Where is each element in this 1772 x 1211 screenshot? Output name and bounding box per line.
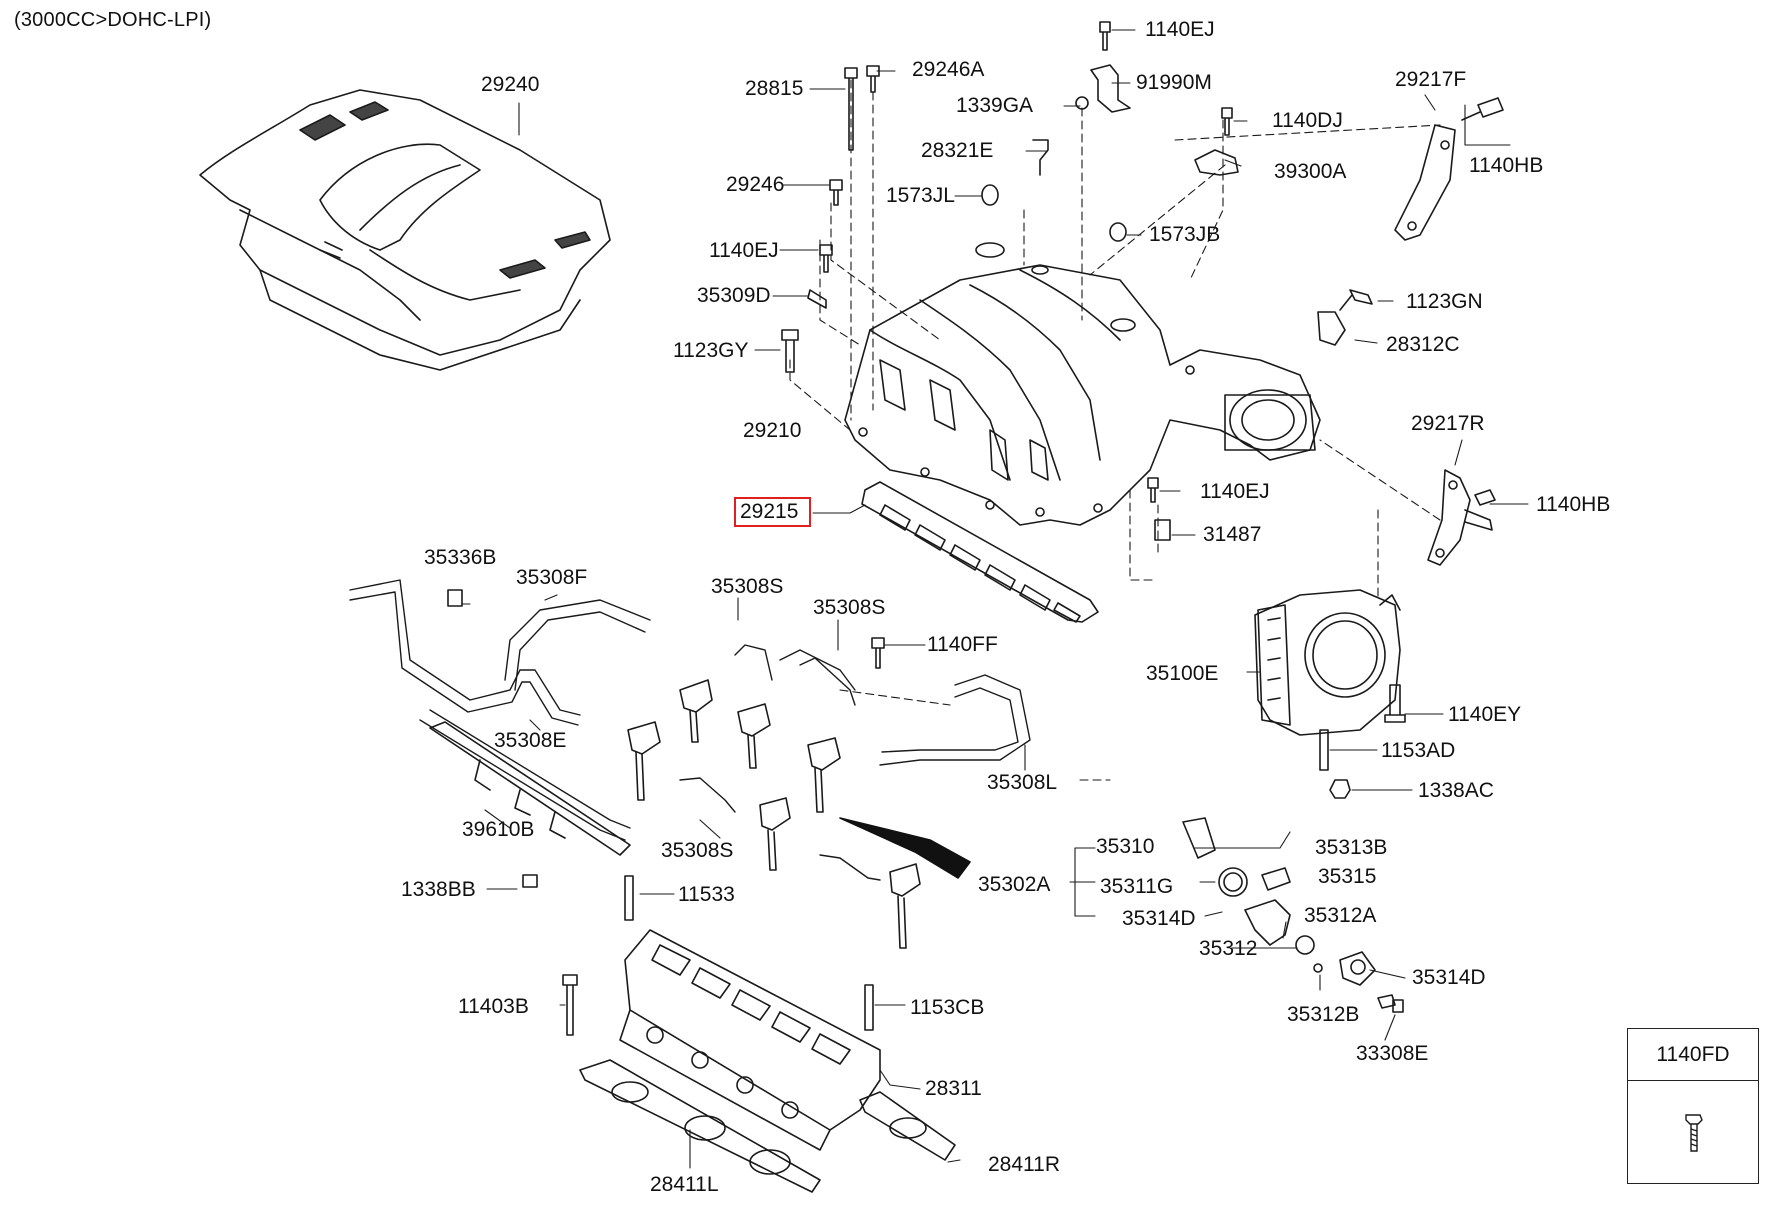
throttle-body-35100e [1254,589,1401,736]
part-label-1573jl[interactable]: 1573JL [886,184,955,207]
upper-intake-manifold-29210 [844,242,1321,526]
part-label-1123gy[interactable]: 1123GY [673,339,749,362]
pointer-wedge [839,817,971,879]
part-label-39610b[interactable]: 39610B [462,818,535,841]
part-label-91990m[interactable]: 91990M [1136,71,1212,94]
part-label-1140dj[interactable]: 1140DJ [1272,109,1343,132]
part-label-1140ej-top[interactable]: 1140EJ [1145,18,1215,41]
part-label-35313b[interactable]: 35313B [1315,836,1388,859]
part-label-1153ad[interactable]: 1153AD [1381,739,1456,762]
part-label-35312a[interactable]: 35312A [1304,904,1377,927]
part-label-29246[interactable]: 29246 [726,173,785,196]
part-label-11533[interactable]: 11533 [678,883,735,906]
part-label-1140ej-mid[interactable]: 1140EJ [1200,480,1270,503]
fuel-hoses [349,579,1031,881]
part-label-35312[interactable]: 35312 [1199,937,1258,960]
reference-box-label: 1140FD [1628,1029,1758,1081]
bracket-29217r [1427,469,1493,566]
part-label-1573jb[interactable]: 1573JB [1149,223,1221,246]
highlight-box [734,497,811,527]
engine-cover-29240 [199,89,611,371]
part-label-28321e[interactable]: 28321E [921,139,994,162]
gasket-28411l [579,1059,821,1193]
diagram-title: (3000CC>DOHC-LPI) [14,9,212,31]
fuel-injectors [627,679,921,949]
bracket-29217f [1394,124,1456,241]
part-label-1140hb-right[interactable]: 1140HB [1536,493,1611,516]
part-label-1153cb[interactable]: 1153CB [910,996,985,1019]
part-label-28411l[interactable]: 28411L [650,1173,719,1196]
part-label-35308f[interactable]: 35308F [516,566,588,589]
part-label-1140ff[interactable]: 1140FF [927,633,998,656]
part-label-1123gn[interactable]: 1123GN [1406,290,1483,313]
part-label-35312b[interactable]: 35312B [1287,1003,1360,1026]
hardware-fasteners [447,21,1504,1036]
lower-intake-manifold-28311 [619,929,881,1151]
bolt-icon [1685,1114,1703,1152]
part-label-29210[interactable]: 29210 [743,419,802,442]
part-label-35314d-top[interactable]: 35314D [1122,907,1196,930]
part-label-1338ac[interactable]: 1338AC [1418,779,1494,802]
part-label-1140ej-left[interactable]: 1140EJ [709,239,779,262]
part-label-35309d[interactable]: 35309D [697,284,771,307]
part-label-29215[interactable]: 29215 [740,500,799,523]
part-label-35336b[interactable]: 35336B [424,546,497,569]
part-label-11403b[interactable]: 11403B [458,995,529,1018]
part-label-1339ga[interactable]: 1339GA [956,94,1034,117]
part-label-1140ey[interactable]: 1140EY [1448,703,1522,726]
part-label-31487[interactable]: 31487 [1203,523,1262,546]
part-label-29240[interactable]: 29240 [481,73,540,96]
part-label-29217f[interactable]: 29217F [1395,68,1467,91]
diagram-leader-lines [789,79,1441,781]
part-label-28411r[interactable]: 28411R [988,1153,1061,1176]
part-label-1338bb[interactable]: 1338BB [401,878,476,901]
part-label-35308s-c[interactable]: 35308S [661,839,734,862]
part-label-39300a[interactable]: 39300A [1274,160,1347,183]
part-label-35308e[interactable]: 35308E [494,729,567,752]
part-label-35315[interactable]: 35315 [1318,865,1377,888]
part-label-35308s-a[interactable]: 35308S [711,575,784,598]
part-label-1140hb-top[interactable]: 1140HB [1469,154,1544,177]
part-label-35311g[interactable]: 35311G [1100,875,1174,898]
part-label-35302a[interactable]: 35302A [978,873,1051,896]
part-label-29246a[interactable]: 29246A [912,58,985,81]
gasket-28411r [859,1091,956,1161]
part-label-35100e[interactable]: 35100E [1146,662,1219,685]
gasket-29215 [861,481,1099,623]
part-label-35308l[interactable]: 35308L [987,771,1058,794]
reference-box-1140fd[interactable]: 1140FD [1627,1028,1759,1184]
label-leaders [461,29,1529,1169]
wiring-harness-39610b [429,721,631,856]
part-label-35308s-b[interactable]: 35308S [813,596,886,619]
part-label-28312c[interactable]: 28312C [1386,333,1460,356]
part-label-28311[interactable]: 28311 [925,1077,982,1100]
pressure-sensor-group [1182,817,1396,1009]
part-label-29217r[interactable]: 29217R [1411,412,1485,435]
part-label-33308e[interactable]: 33308E [1356,1042,1429,1065]
part-label-28815[interactable]: 28815 [745,77,804,100]
part-label-35310[interactable]: 35310 [1096,835,1155,858]
part-label-35314d-bottom[interactable]: 35314D [1412,966,1486,989]
